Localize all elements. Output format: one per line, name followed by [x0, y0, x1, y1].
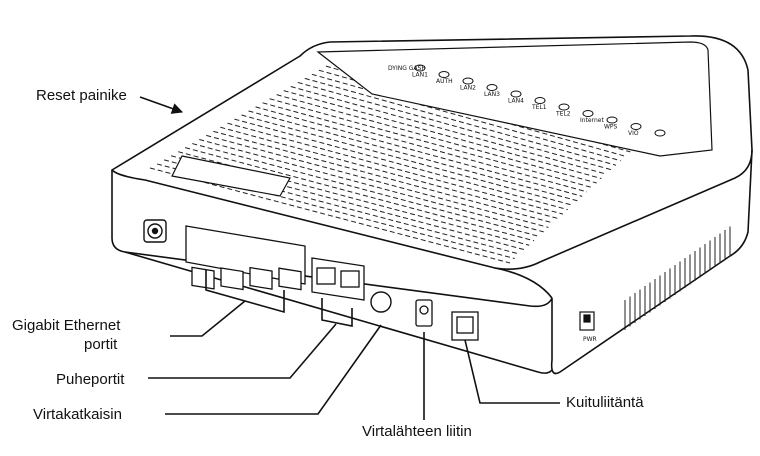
- vent-slot: [192, 143, 540, 237]
- vent-slot: [199, 138, 544, 233]
- vent-slot: [241, 114, 573, 206]
- vent-slot: [163, 159, 520, 255]
- vent-slot: [276, 94, 597, 184]
- vent-slot: [311, 73, 621, 162]
- led-light: [606, 116, 618, 124]
- vent-slot: [255, 106, 583, 197]
- led-light: [438, 71, 450, 78]
- vent-slot: [262, 102, 588, 193]
- vent-slot: [206, 134, 549, 228]
- led-label: Internet: [580, 117, 604, 124]
- vent-slot: [220, 126, 559, 220]
- led-label: TEL1: [531, 104, 547, 111]
- fiber-connector-label: Kuituliitäntä: [566, 394, 644, 411]
- ethernet-ports: [185, 225, 306, 291]
- vent-slot: [234, 118, 568, 211]
- led-label: VIO: [628, 130, 639, 137]
- vent-slot: [149, 167, 511, 264]
- voice-ports: [311, 257, 365, 301]
- label-plate: [171, 155, 291, 197]
- led-indicators: [414, 64, 666, 137]
- led-label: LAN4: [508, 98, 524, 105]
- led-light: [654, 129, 666, 137]
- led-label: LAN2: [460, 85, 476, 92]
- led-light: [630, 123, 642, 130]
- led-light: [534, 97, 546, 104]
- reset-button-connector: [143, 219, 167, 243]
- led-light: [414, 64, 426, 72]
- vent-slot: [297, 81, 612, 171]
- ethernet-label-line1: Gigabit Ethernet: [12, 317, 121, 334]
- power-connector: [415, 299, 433, 327]
- led-label: AUTH: [436, 78, 453, 85]
- vent-slot: [290, 86, 607, 175]
- vent-slot: [213, 130, 554, 224]
- vent-slot: [304, 77, 617, 166]
- vent-slot: [248, 110, 578, 202]
- vent-slot: [185, 147, 535, 242]
- ethernet-ports-label: Gigabit Ethernet portit: [12, 316, 162, 354]
- led-label: LAN3: [484, 91, 500, 98]
- ethernet-label-line2: portit: [84, 336, 118, 353]
- led-light: [486, 84, 498, 91]
- power-connector-label: Virtalähteen liitin: [362, 423, 472, 440]
- reset-button-label: Reset painike: [36, 87, 127, 104]
- leader-lines: [139, 96, 560, 420]
- vent-slot: [318, 69, 626, 157]
- vent-slot: [227, 122, 564, 215]
- side-vents: [624, 226, 731, 330]
- led-light: [582, 110, 594, 117]
- led-label: WPS: [604, 124, 618, 131]
- led-label: TEL2: [555, 111, 571, 118]
- led-light: [558, 103, 570, 111]
- led-label: LAN1: [412, 72, 428, 79]
- led-light: [462, 77, 474, 85]
- led-label: DYING GASP: [388, 65, 425, 72]
- power-switch-label: Virtakatkaisin: [33, 406, 122, 423]
- voice-ports-label: Puheportit: [56, 371, 125, 388]
- side-pwr-switch: PWR: [579, 311, 597, 343]
- vent-slot: [156, 163, 515, 260]
- power-switch: [370, 291, 392, 313]
- fiber-port: [451, 311, 479, 341]
- vent-slot: [283, 90, 602, 180]
- pwr-marking: PWR: [583, 336, 597, 343]
- led-light: [510, 90, 522, 98]
